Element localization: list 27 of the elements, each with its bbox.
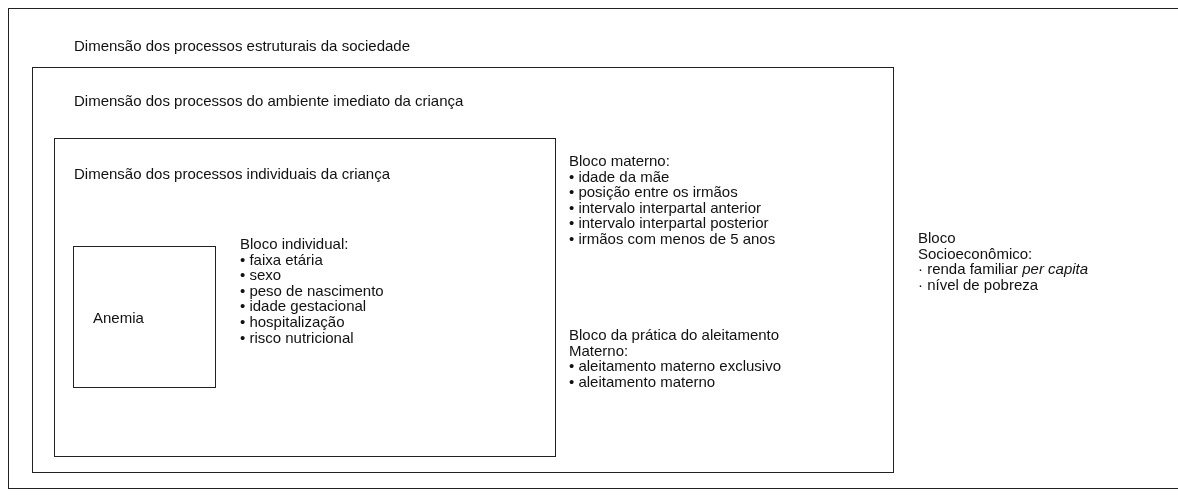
frame xyxy=(32,67,894,473)
list-item: • sexo xyxy=(240,267,283,283)
list-item: • aleitamento materno exclusivo xyxy=(569,358,783,374)
block-heading: Bloco da prática do aleitamento Materno: xyxy=(569,327,781,359)
list-item: • risco nutricional xyxy=(240,329,355,346)
list-item: • hospitalização xyxy=(240,313,345,330)
outer-frame xyxy=(8,8,1178,489)
frame-heading: Dimensão dos processos estruturais da sociedade xyxy=(74,38,410,54)
outcome-box xyxy=(73,246,216,388)
list-item: · nível de pobreza xyxy=(918,276,1039,293)
frame-heading: Dimensão dos processos do ambiente imediato da criança xyxy=(74,93,464,109)
list-item: • intervalo interpartal posterior xyxy=(569,215,770,231)
block-heading: Bloco individual: xyxy=(240,236,350,252)
block-heading: Bloco materno: xyxy=(569,153,671,169)
block-heading: Bloco Socioeconômico: xyxy=(918,230,1034,262)
list-item: • posição entre os irmãos xyxy=(569,184,739,200)
list-item: • peso de nascimento xyxy=(240,282,384,299)
list-item: • aleitamento materno xyxy=(569,373,717,390)
list-item: · renda familiar per capita xyxy=(918,261,1089,277)
frame-heading: Anemia xyxy=(93,310,144,326)
frame-heading: Dimensão dos processos individuais da criança xyxy=(74,166,390,182)
list-item: • faixa etária xyxy=(240,251,324,268)
list-item: • irmãos com menos de 5 anos xyxy=(569,230,776,247)
list-item: • idade gestacional xyxy=(240,298,368,314)
list-item: • intervalo interpartal anterior xyxy=(569,199,762,216)
list-item: • idade da mãe xyxy=(569,168,671,185)
frame xyxy=(54,138,556,457)
